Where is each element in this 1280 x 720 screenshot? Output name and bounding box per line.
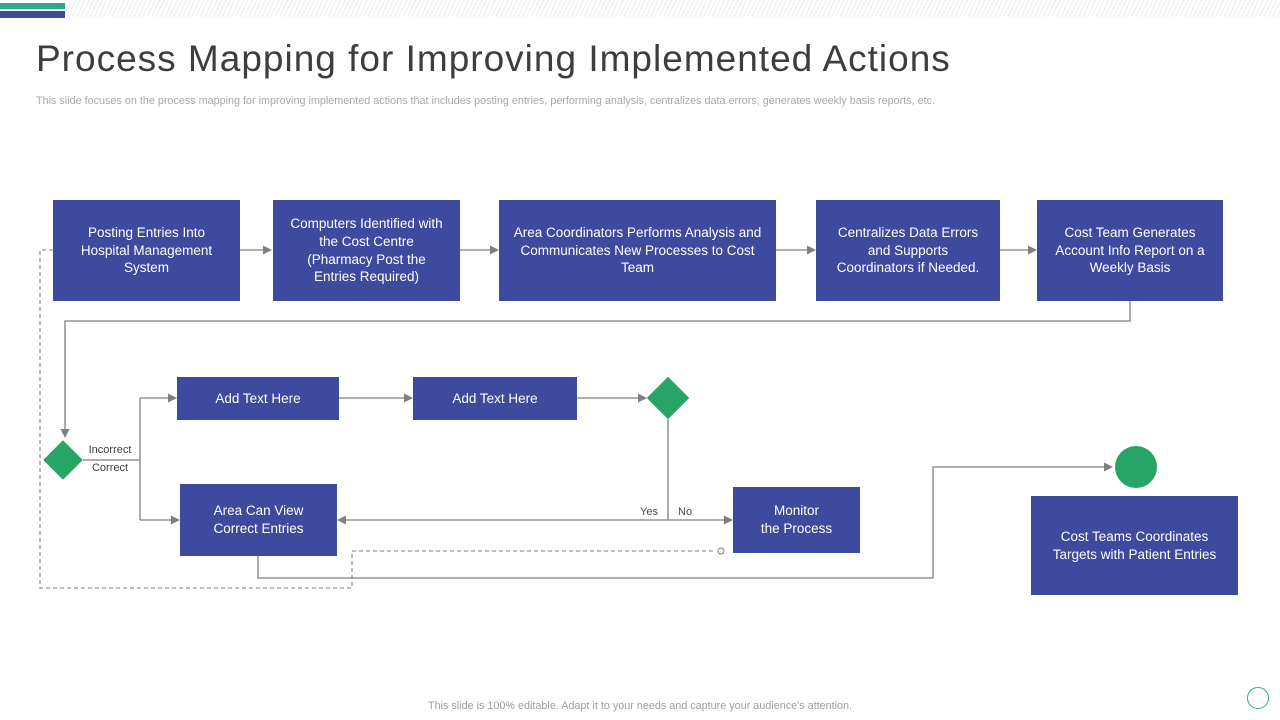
monitor-line1: Monitor [773,503,819,519]
page-title: Process Mapping for Improving Implemente… [36,38,951,79]
terminator-circle[interactable] [1115,446,1157,488]
process-box-area-coordinators[interactable]: Area Coordinators Performs Analysis and … [499,200,776,301]
process-box-label: Cost Teams Coordinates Targets with Pati… [1052,528,1217,562]
connector-box5-decision [60,301,1131,438]
process-box-label: Centralizes Data Errors and Supports Coo… [836,224,980,276]
incorrect-label: Incorrect [88,444,132,456]
process-box-cost-team-report[interactable]: Cost Team Generates Account Info Report … [1037,200,1223,301]
cost-teams-box[interactable]: Cost Teams Coordinates Targets with Pati… [1031,496,1238,595]
add-text-label: Add Text Here [452,390,538,406]
dashed-line-end-marker [717,547,725,555]
process-box-label: Area Coordinators Performs Analysis and … [513,224,762,276]
monitor-process-box[interactable]: Monitor the Process [733,487,860,553]
top-hatch-decoration [62,0,1280,17]
accent-bar-blue [0,11,65,18]
process-box-label: Monitor the Process [761,502,832,538]
process-box-posting-entries[interactable]: Posting Entries Into Hospital Management… [53,200,240,301]
add-text-box-2[interactable]: Add Text Here [413,377,577,420]
process-box-label: Computers Identified with the Cost Centr… [290,215,443,285]
process-box-label: Posting Entries Into Hospital Management… [80,224,213,276]
process-box-label: Area Can View Correct Entries [213,503,304,536]
area-can-view-box[interactable]: Area Can View Correct Entries [180,484,337,556]
process-box-computers-identified[interactable]: Computers Identified with the Cost Centr… [273,200,460,301]
footer-note: This slide is 100% editable. Adapt it to… [427,700,852,712]
yes-label: Yes [640,506,658,518]
dashed-feedback-line [39,249,716,589]
process-box-label: Cost Team Generates Account Info Report … [1055,224,1205,276]
add-text-box-1[interactable]: Add Text Here [177,377,339,420]
page-subtitle: This slide focuses on the process mappin… [36,95,935,107]
process-box-centralizes-errors[interactable]: Centralizes Data Errors and Supports Coo… [816,200,1000,301]
monitor-line2: the Process [760,521,833,536]
no-label: No [678,506,693,518]
connector-area-terminator [257,462,1113,579]
accent-bar-teal [0,3,65,9]
correct-label: Correct [91,462,129,474]
footer-ring-decoration [1247,687,1269,709]
add-text-label: Add Text Here [215,390,301,406]
